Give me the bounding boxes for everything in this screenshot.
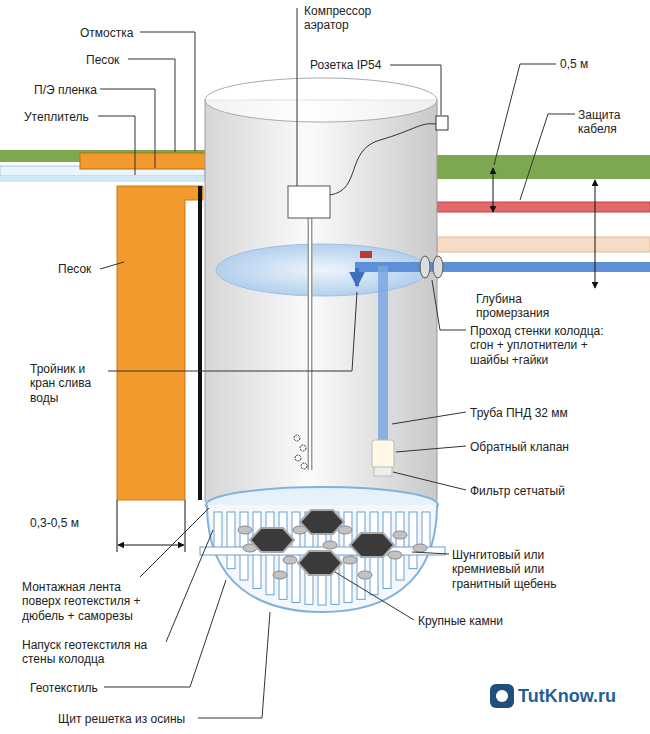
sand-backfill xyxy=(117,186,203,500)
watermark-icon xyxy=(490,684,514,708)
callout-label: Крупные камни xyxy=(418,614,538,628)
mesh-filter xyxy=(374,467,392,476)
cable-protection xyxy=(437,202,650,212)
leader-line xyxy=(412,552,449,554)
gravel-stone xyxy=(393,531,407,539)
leader-line xyxy=(297,8,298,186)
grid-slat xyxy=(396,512,404,580)
aerator-tube xyxy=(308,218,313,470)
leader-line xyxy=(392,412,466,424)
compressor-box xyxy=(288,186,330,218)
leader-line xyxy=(98,116,135,175)
dimension-tick xyxy=(117,500,118,552)
grid-slat xyxy=(409,512,417,569)
drain-valve xyxy=(360,251,372,258)
callout-label: Розетка IP54 xyxy=(310,58,390,72)
gravel-stone xyxy=(343,556,357,564)
well-top xyxy=(205,78,437,122)
well-wall xyxy=(205,100,437,518)
callout-label: Песок xyxy=(86,53,146,67)
leader-line xyxy=(432,280,466,330)
gravel-stone xyxy=(358,571,372,579)
check-valve xyxy=(372,440,394,468)
callout-label: Шунгитовый или кремниевый или гранитный … xyxy=(452,548,582,591)
callout-label: Напуск геотекстиля на стены колодца xyxy=(22,638,172,667)
large-stone xyxy=(298,551,342,575)
dimension-arrow xyxy=(118,545,184,546)
soil-layer xyxy=(437,237,650,252)
leader-line xyxy=(140,508,209,577)
grid-slat xyxy=(279,512,287,599)
large-stone xyxy=(250,528,294,552)
leader-line xyxy=(108,292,357,371)
wall-fitting xyxy=(433,256,443,278)
aerator-tube xyxy=(309,218,311,470)
socket xyxy=(436,116,448,130)
gravel-stone xyxy=(413,544,427,552)
dimension-arrow xyxy=(493,168,494,212)
leader-line xyxy=(166,530,213,642)
air-bubble xyxy=(295,455,301,461)
leader-line xyxy=(100,89,155,168)
callout-label: Фильтр сетчатый xyxy=(470,484,590,498)
leader-line xyxy=(335,572,414,620)
grid-slat xyxy=(214,512,222,552)
callout-label: 0,5 м xyxy=(560,57,620,71)
insulation-line xyxy=(198,186,202,500)
callout-label: Утеплитель xyxy=(24,110,104,124)
callout-label: Песок xyxy=(58,262,108,276)
gravel-stone xyxy=(323,541,337,549)
callout-label: П/Э пленка xyxy=(34,83,114,97)
callout-label: Отмостка xyxy=(80,26,160,40)
leader-line xyxy=(520,114,575,200)
callout-label: Монтажная лента поверх геотекстиля + дюб… xyxy=(22,580,162,623)
gravel-stone xyxy=(388,551,402,559)
callout-label: Щит решетка из осины xyxy=(58,712,218,726)
callout-label: 0,3-0,5 м xyxy=(30,516,100,530)
callout-label: Защита кабеля xyxy=(578,108,642,137)
leader-line xyxy=(390,65,441,115)
watermark-icon xyxy=(496,690,508,702)
callout-label: Глубина промерзания xyxy=(476,292,576,321)
leader-line xyxy=(100,262,124,269)
sand-top xyxy=(80,153,208,169)
air-bubble xyxy=(301,463,307,469)
leader-line xyxy=(140,32,195,151)
callout-label: Геотекстиль xyxy=(30,681,120,695)
gravel-stone xyxy=(238,526,252,534)
callout-label: Проход стенки колодца: сгон + уплотнител… xyxy=(470,324,605,367)
callout-label: Компрессор аэратор xyxy=(304,4,384,33)
geotextile-bowl xyxy=(207,505,437,612)
grid-slat xyxy=(227,512,235,569)
leader-line xyxy=(494,64,556,165)
gravel xyxy=(238,510,427,579)
air-bubble xyxy=(300,445,306,451)
dimension-tick xyxy=(185,500,186,552)
callout-label: Обратный клапан xyxy=(470,440,590,454)
watermark: TutKnow.ru xyxy=(518,686,643,708)
supply-pipe xyxy=(355,262,650,272)
callout-label: Труба ПНД 32 мм xyxy=(470,406,590,420)
wall-fitting xyxy=(420,256,430,278)
leader-line xyxy=(396,446,466,452)
pnd-pipe xyxy=(378,266,388,441)
power-cable xyxy=(330,124,436,195)
leader-line xyxy=(198,612,270,718)
air-bubble xyxy=(294,435,300,441)
gravel-stone xyxy=(273,571,287,579)
large-stone xyxy=(350,533,394,557)
leader-line xyxy=(393,472,466,490)
dimension-arrow xyxy=(595,180,596,288)
large-stone xyxy=(300,510,344,534)
callout-label: Тройник и кран слива воды xyxy=(30,362,106,405)
ground-strip xyxy=(437,155,650,179)
gravel-stone xyxy=(283,556,297,564)
drain-tee xyxy=(355,268,359,286)
insulation-layer xyxy=(0,176,205,182)
